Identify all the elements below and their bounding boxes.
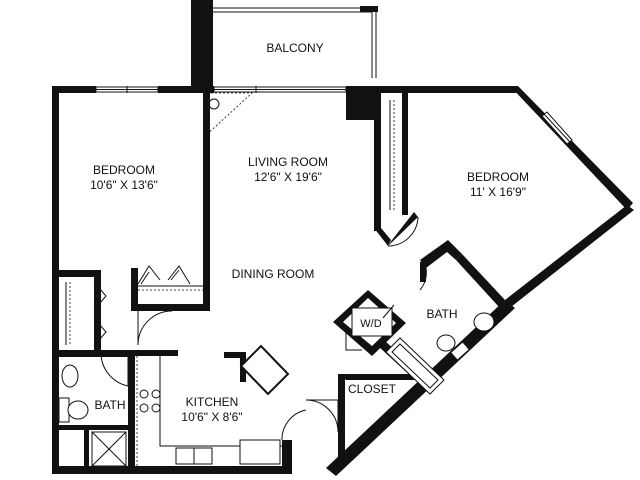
door-bedroom-right[interactable] [387,216,419,247]
wall-bath-kitchen [128,350,135,474]
stove-burner [139,403,149,413]
label-bath-right: BATH [426,307,457,321]
structural-column [346,86,374,120]
interior-walls [52,93,505,474]
label-bath-left: BATH [94,398,125,412]
wall-northeast [510,86,633,210]
closet-shelf [345,387,414,453]
dims-bedroom-right: 11' X 16'9" [470,185,526,199]
closet-door-bifold-2 [167,265,191,285]
exterior-walls [52,86,634,476]
door-stop [208,98,220,110]
toilet-tank-right-bath [450,341,470,361]
refrigerator [239,439,281,465]
toilet-right-bath [436,334,456,352]
door-bath-left[interactable] [100,351,129,387]
door-washer-dryer[interactable] [345,331,362,351]
stove-burner [139,389,149,399]
label-living-room: LIVING ROOM [248,155,328,169]
door-swing-balcony [202,92,254,139]
fixtures [58,312,495,470]
label-bedroom-left: BEDROOM [93,163,155,177]
balcony-area [191,0,378,92]
door-entry[interactable] [281,409,307,441]
toilet-left-bath [61,364,79,388]
wall-bedroom-living [203,93,210,311]
door-bath-right[interactable] [419,267,427,291]
sink-right-bath [473,312,495,332]
door-bedroom-left[interactable] [137,310,173,346]
doors [100,92,427,441]
label-bedroom-right: BEDROOM [467,170,529,184]
sink-left-bath [67,400,89,420]
door-closet[interactable] [305,399,339,433]
room-labels: BALCONY BEDROOM 10'6" X 13'6" LIVING ROO… [90,41,529,424]
bathtub [385,337,445,395]
stove-burner [151,403,161,413]
label-balcony: BALCONY [266,41,323,55]
wall-living-bedroom-right [374,93,381,231]
wall-south [52,466,284,474]
dims-bedroom-left: 10'6" X 13'6" [90,178,158,192]
dims-kitchen: 10'6" X 8'6" [181,410,242,424]
label-washer-dryer: W/D [360,318,381,330]
label-dining-room: DINING ROOM [232,267,315,281]
label-kitchen: KITCHEN [186,395,239,409]
label-closet: CLOSET [348,382,397,396]
wall-west [52,86,59,474]
closet-door-bifold-1 [137,265,161,285]
balcony-wall-left [191,0,213,92]
linen-door-bifold-2 [93,317,107,347]
stove-burner [151,389,161,399]
linen-door-bifold-1 [93,281,107,311]
wall-southeast [326,300,515,476]
dims-living-room: 12'6" X 19'6" [254,170,322,184]
dining-table [239,344,290,396]
